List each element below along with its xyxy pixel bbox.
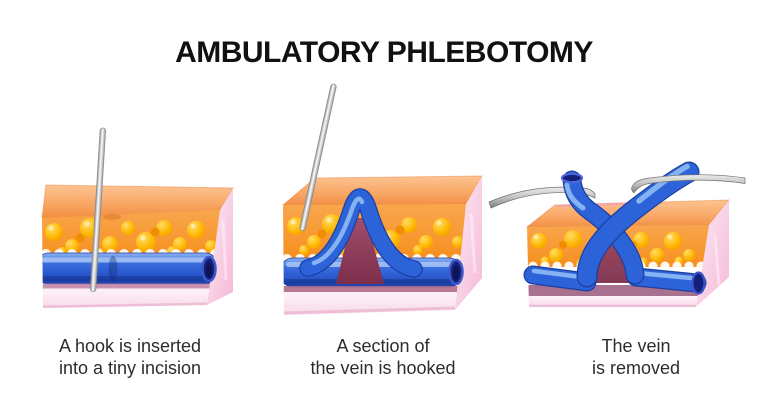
step-3-illustration: [488, 161, 746, 307]
page-title: AMBULATORY PHLEBOTOMY: [175, 36, 593, 70]
step-1-caption: A hook is inserted into a tiny incision: [20, 336, 240, 379]
step-2-illustration: [281, 83, 483, 315]
muscle-strip: [42, 283, 214, 290]
hook-needle-icon: [90, 127, 106, 293]
cavity-shadow: [589, 225, 635, 283]
step-1-caption-line2: into a tiny incision: [58, 357, 202, 378]
muscle-strip: [283, 286, 460, 293]
step-3-caption-line1: The vein: [601, 336, 671, 356]
step-1-illustration: [41, 127, 234, 308]
tissue-bottom: [42, 288, 214, 308]
vein-cut-end: [691, 271, 706, 295]
vein-tent: [299, 188, 423, 278]
step-2-caption-line2: the vein is hooked: [310, 357, 456, 378]
tissue-bottom: [527, 296, 707, 307]
vein-segment-right: [626, 267, 707, 295]
step-3-caption: The vein is removed: [526, 336, 746, 379]
vein-open-end: [560, 172, 584, 184]
hook-needle-icon: [299, 83, 337, 231]
step-2-caption-line1: A section of: [336, 336, 430, 356]
skin-block: [41, 184, 234, 308]
step-3-caption-line2: is removed: [591, 357, 681, 378]
incision-crease: [103, 214, 121, 220]
step-2-caption: A section of the vein is hooked: [273, 336, 493, 379]
surgical-hook-right-icon: [631, 174, 746, 194]
vein: [523, 161, 707, 295]
step-1-caption-line1: A hook is inserted: [58, 336, 202, 356]
